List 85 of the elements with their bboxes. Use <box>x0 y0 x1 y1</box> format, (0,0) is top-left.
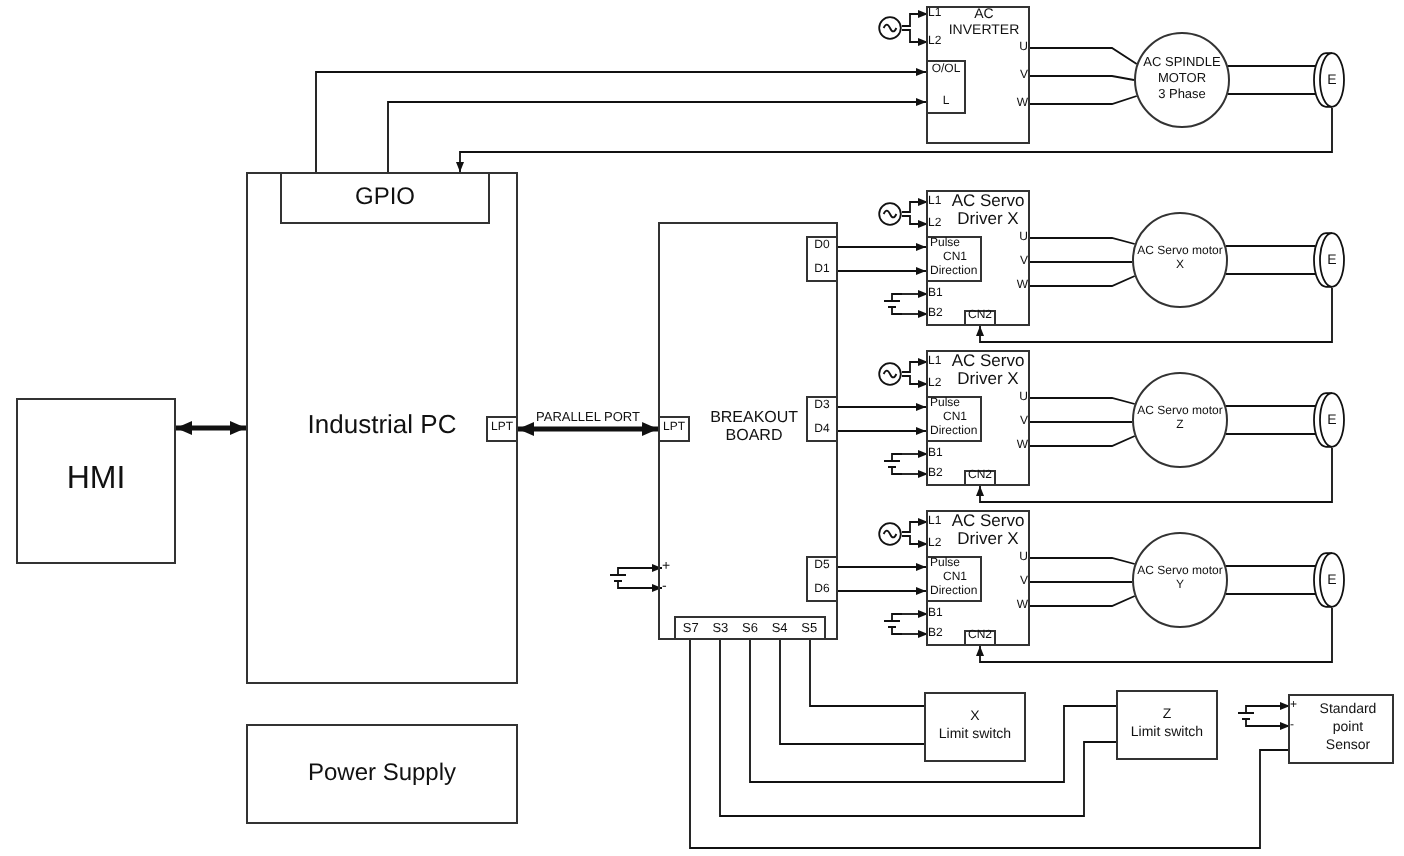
terminal-block <box>926 60 966 114</box>
wire <box>1027 95 1138 105</box>
arrow <box>456 107 1333 173</box>
arrow <box>901 310 929 318</box>
arrow <box>901 610 929 618</box>
arrow <box>976 607 1333 663</box>
port-box: GPIO <box>280 172 490 224</box>
power-supply-box: Power Supply <box>246 724 518 824</box>
battery-icon <box>608 566 628 590</box>
driver-box <box>926 350 1030 486</box>
inverter-box <box>926 6 1030 144</box>
wire <box>1027 581 1133 583</box>
shaft-line <box>1225 565 1316 595</box>
arrow <box>387 98 927 173</box>
device-box <box>246 172 518 684</box>
battery-icon <box>1236 704 1256 728</box>
arrow <box>901 450 929 458</box>
battery-icon <box>882 292 902 316</box>
wire <box>1027 47 1138 65</box>
wire <box>1027 557 1136 565</box>
arrow <box>837 563 927 571</box>
wire <box>809 639 925 707</box>
wire <box>1027 75 1135 81</box>
arrow <box>837 587 927 595</box>
arrow <box>901 518 929 533</box>
wire <box>1027 275 1136 287</box>
connector-block <box>926 236 982 282</box>
sensor-box <box>1288 694 1394 764</box>
arrow <box>901 29 929 46</box>
ac-source-icon <box>878 522 902 546</box>
arrow <box>1255 722 1291 730</box>
arrow <box>627 584 663 592</box>
arrow <box>837 267 927 275</box>
wire <box>1027 435 1136 447</box>
arrow <box>901 10 929 27</box>
terminal-block <box>806 236 838 282</box>
shaft-line <box>1225 245 1316 275</box>
shaft-line <box>1225 405 1316 435</box>
arrow <box>901 290 929 298</box>
wire <box>1027 397 1136 405</box>
device-box: HMI <box>16 398 176 564</box>
terminal-strip <box>674 616 826 640</box>
battery-icon <box>882 612 902 636</box>
arrow <box>901 358 929 373</box>
battery-icon <box>882 452 902 476</box>
arrow <box>837 427 927 435</box>
arrow <box>901 198 929 213</box>
board-box <box>658 222 838 640</box>
arrow <box>901 470 929 478</box>
arrow <box>627 564 663 572</box>
terminal-block <box>806 556 838 602</box>
wire <box>689 639 1289 849</box>
wire <box>749 639 1117 783</box>
wire <box>1027 237 1136 245</box>
block-title: AC Servo Driver X <box>949 512 1027 548</box>
ac-source-icon <box>878 16 902 40</box>
ac-source-icon <box>878 362 902 386</box>
wire <box>1027 595 1136 607</box>
arrow <box>176 421 246 435</box>
arrow <box>901 630 929 638</box>
arrow <box>901 375 929 388</box>
arrow <box>1255 702 1291 710</box>
wire <box>1027 421 1133 423</box>
arrow <box>837 243 927 251</box>
shaft-line <box>1227 65 1316 95</box>
arrow <box>901 535 929 548</box>
arrow <box>315 68 927 173</box>
driver-box <box>926 510 1030 646</box>
connector-block <box>926 396 982 442</box>
terminal-block <box>806 396 838 442</box>
block-title: BREAKOUT BOARD <box>710 408 798 444</box>
wire <box>779 639 925 745</box>
arrow <box>976 287 1333 343</box>
wire <box>719 639 1117 817</box>
driver-box <box>926 190 1030 326</box>
ac-source-icon <box>878 202 902 226</box>
arrow <box>901 215 929 228</box>
connector-block <box>926 556 982 602</box>
arrow <box>976 447 1333 503</box>
arrow <box>837 403 927 411</box>
arrow <box>518 422 658 436</box>
block-title: AC Servo Driver X <box>949 192 1027 228</box>
wire <box>1027 261 1133 263</box>
block-title: AC Servo Driver X <box>949 352 1027 388</box>
block-title: Industrial PC <box>307 409 457 439</box>
